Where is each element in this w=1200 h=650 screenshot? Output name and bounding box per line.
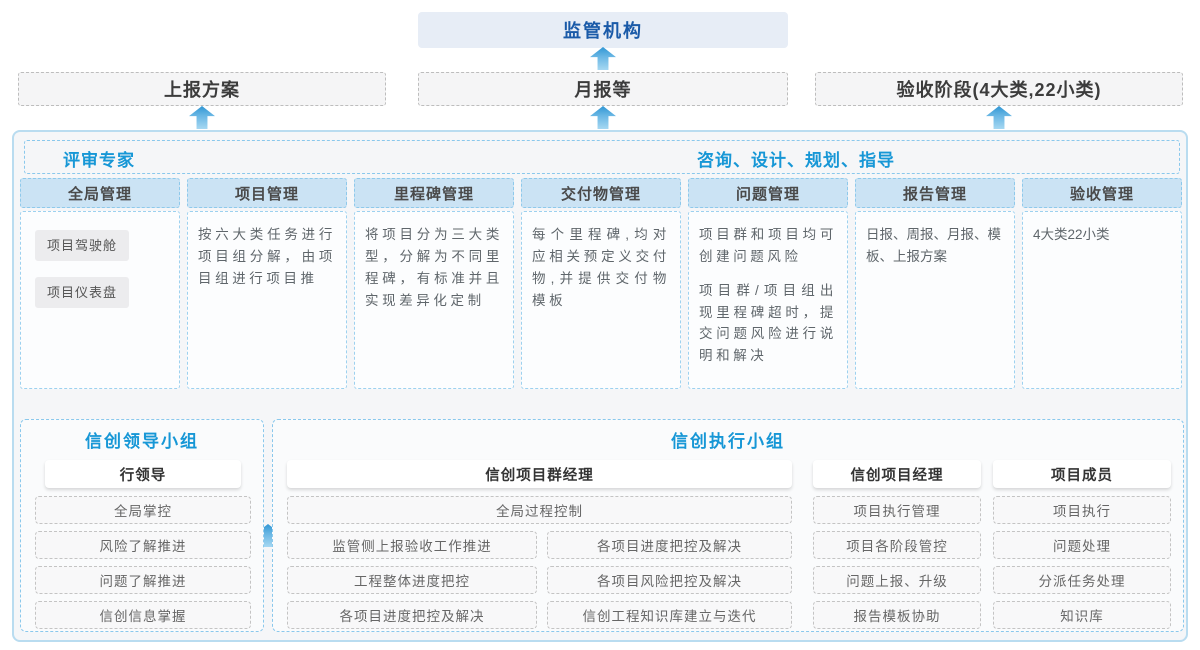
- leadership-group-title: 信创领导小组: [85, 432, 199, 451]
- role-program-manager: 信创项目群经理: [287, 460, 792, 488]
- column-header-report: 报告管理: [855, 178, 1015, 208]
- column-text: 日报、周报、月报、模板、上报方案: [866, 227, 1001, 264]
- list-item: 风险了解推进: [35, 531, 251, 559]
- list-item: 各项目进度把控及解决: [547, 531, 792, 559]
- list-item: 项目执行管理: [813, 496, 981, 524]
- management-panel: 评审专家 咨询、设计、规划、指导 全局管理 项目管理 里程碑管理 交付物管理 问…: [12, 130, 1188, 642]
- list-item: 报告模板协助: [813, 601, 981, 629]
- column-body-issue: 项目群和项目均可创建问题风险 项目群/项目组出现里程碑超时，提交问题风险进行说明…: [688, 211, 848, 389]
- execution-group-title: 信创执行小组: [671, 432, 785, 451]
- column-header-project: 项目管理: [187, 178, 347, 208]
- role-project-member: 项目成员: [993, 460, 1171, 488]
- up-arrow-icon: [986, 106, 1012, 129]
- list-item: 问题了解推进: [35, 566, 251, 594]
- monthly-report-box: 月报等: [418, 72, 788, 106]
- column-body-milestone: 将项目分为三大类型，分解为不同里程碑，有标准并且实现差异化定制: [354, 211, 514, 389]
- column-text: 按六大类任务进行项目组分解，由项目组进行项目推: [198, 227, 336, 286]
- list-item: 各项目风险把控及解决: [547, 566, 792, 594]
- list-item: 各项目进度把控及解决: [287, 601, 537, 629]
- role-bank-leader: 行领导: [45, 460, 241, 488]
- leadership-group-box: 信创领导小组 行领导 全局掌控 风险了解推进 问题了解推进 信创信息掌握: [20, 419, 264, 632]
- list-item: 知识库: [993, 601, 1171, 629]
- list-item: 信创工程知识库建立与迭代: [547, 601, 792, 629]
- column-text: 将项目分为三大类型，分解为不同里程碑，有标准并且实现差异化定制: [365, 227, 503, 308]
- pill-project-dashboard: 项目仪表盘: [35, 277, 130, 309]
- execution-group-box: 信创执行小组 信创项目群经理 全局过程控制 监管侧上报验收工作推进 工程整体进度…: [272, 419, 1184, 632]
- list-item: 问题上报、升级: [813, 566, 981, 594]
- list-item: 监管侧上报验收工作推进: [287, 531, 537, 559]
- column-header-acceptance: 验收管理: [1022, 178, 1182, 208]
- list-item: 工程整体进度把控: [287, 566, 537, 594]
- regulator-box: 监管机构: [418, 12, 788, 48]
- up-arrow-icon: [590, 106, 616, 129]
- column-body-project: 按六大类任务进行项目组分解，由项目组进行项目推: [187, 211, 347, 389]
- up-arrow-icon: [590, 47, 616, 70]
- column-text: 4大类22小类: [1033, 227, 1110, 242]
- report-plan-box: 上报方案: [18, 72, 386, 106]
- column-body-acceptance: 4大类22小类: [1022, 211, 1182, 389]
- list-item: 问题处理: [993, 531, 1171, 559]
- list-item: 全局掌控: [35, 496, 251, 524]
- experts-strip: 评审专家 咨询、设计、规划、指导: [24, 140, 1180, 174]
- pill-project-cockpit: 项目驾驶舱: [35, 230, 130, 262]
- up-arrow-icon: [189, 106, 215, 129]
- list-item: 项目执行: [993, 496, 1171, 524]
- column-header-deliverable: 交付物管理: [521, 178, 681, 208]
- column-text: 每个里程碑,均对应相关预定义交付物,并提供交付物模板: [532, 227, 670, 308]
- role-project-manager: 信创项目经理: [813, 460, 981, 488]
- column-text: 项目群/项目组出现里程碑超时，提交问题风险进行说明和解决: [699, 282, 837, 364]
- consulting-label: 咨询、设计、规划、指导: [697, 150, 895, 170]
- column-header-global: 全局管理: [20, 178, 180, 208]
- column-header-issue: 问题管理: [688, 178, 848, 208]
- list-item: 信创信息掌握: [35, 601, 251, 629]
- column-body-global: 项目驾驶舱 项目仪表盘: [20, 211, 180, 389]
- column-header-milestone: 里程碑管理: [354, 178, 514, 208]
- column-text: 项目群和项目均可创建问题风险: [699, 227, 837, 264]
- review-experts-label: 评审专家: [63, 150, 135, 170]
- column-body-report: 日报、周报、月报、模板、上报方案: [855, 211, 1015, 389]
- list-item: 分派任务处理: [993, 566, 1171, 594]
- acceptance-stage-box: 验收阶段(4大类,22小类): [815, 72, 1183, 106]
- list-item: 全局过程控制: [287, 496, 792, 524]
- column-body-deliverable: 每个里程碑,均对应相关预定义交付物,并提供交付物模板: [521, 211, 681, 389]
- list-item: 项目各阶段管控: [813, 531, 981, 559]
